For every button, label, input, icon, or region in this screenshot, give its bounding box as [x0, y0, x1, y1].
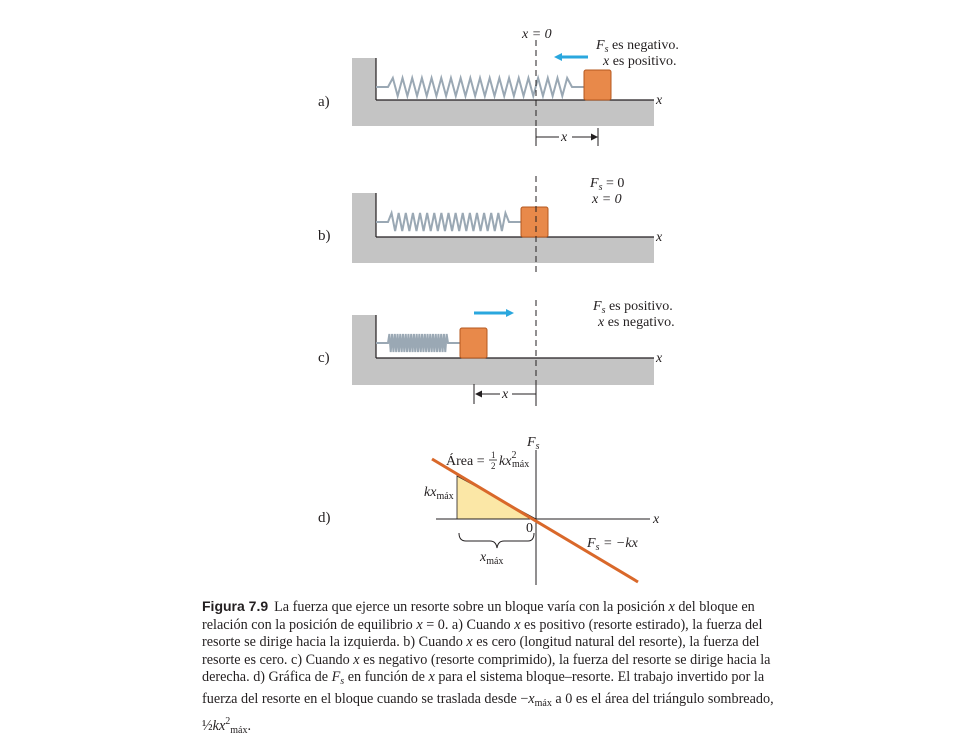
panel-c-wall: [352, 315, 654, 385]
panel-b-position-text: x = 0: [591, 192, 622, 207]
panel-c-block: [459, 327, 488, 359]
origin-label: 0: [526, 521, 533, 536]
panel-c: c) Fs es positivo. x es negativo. x x: [318, 299, 675, 408]
panel-a-label: a): [318, 94, 330, 110]
panel-b-label: b): [318, 228, 331, 244]
panel-a-block: [583, 69, 612, 101]
caption-label: Figura 7.9: [202, 598, 269, 614]
x-axis-label: x: [652, 512, 660, 527]
panel-b-spring: [376, 209, 521, 232]
svg-text:máx: máx: [512, 459, 529, 470]
svg-text:1: 1: [491, 450, 496, 460]
svg-text:kx2: kx2: [499, 450, 516, 469]
panel-a: a) x = 0 Fs es negativo. x es positivo. …: [318, 27, 679, 148]
panel-c-dimension: x: [473, 384, 537, 404]
panel-c-axis-label: x: [655, 351, 663, 366]
panel-d-label: d): [318, 510, 331, 526]
svg-text:2: 2: [491, 461, 496, 471]
panel-c-label: c): [318, 350, 330, 366]
panel-a-position-text: x es positivo.: [602, 54, 677, 69]
panel-b-axis-label: x: [655, 230, 663, 245]
svg-text:Área =: Área =: [446, 452, 485, 469]
force-line-label: Fs = −kx: [586, 536, 639, 553]
spring-block-figure: a) x = 0 Fs es negativo. x es positivo. …: [318, 27, 679, 585]
panel-b-force-text: Fs = 0: [589, 176, 624, 193]
panel-b-block: [520, 206, 549, 238]
panel-c-dimension-label: x: [501, 387, 509, 402]
x-max-label: xmáx: [479, 550, 503, 567]
panel-a-dimension: x: [535, 128, 599, 146]
panel-c-position-text: x es negativo.: [597, 315, 675, 330]
panel-a-axis-label: x: [655, 93, 663, 108]
panel-a-equilibrium-label: x = 0: [521, 27, 552, 42]
panel-a-wall: [352, 58, 654, 126]
force-line: [431, 457, 639, 584]
x-max-brace: [458, 532, 535, 549]
panel-d: d) Fs x 0 Área = 1 2 kx2 máx kxmáx xmáx …: [318, 435, 660, 585]
panel-b: b) Fs = 0 x = 0 x: [318, 176, 663, 272]
y-axis-label: Fs: [526, 435, 540, 452]
panel-a-dimension-label: x: [560, 130, 568, 145]
area-label: Área = 1 2 kx2 máx: [446, 450, 529, 471]
caption-text: La fuerza que ejerce un resorte sobre un…: [202, 599, 774, 736]
kx-max-label: kxmáx: [424, 485, 454, 502]
panel-c-force-text: Fs es positivo.: [592, 299, 673, 316]
panel-c-spring: [376, 333, 460, 353]
panel-a-spring: [376, 74, 584, 100]
panel-b-wall: [352, 193, 654, 263]
panel-a-force-text: Fs es negativo.: [595, 38, 679, 55]
